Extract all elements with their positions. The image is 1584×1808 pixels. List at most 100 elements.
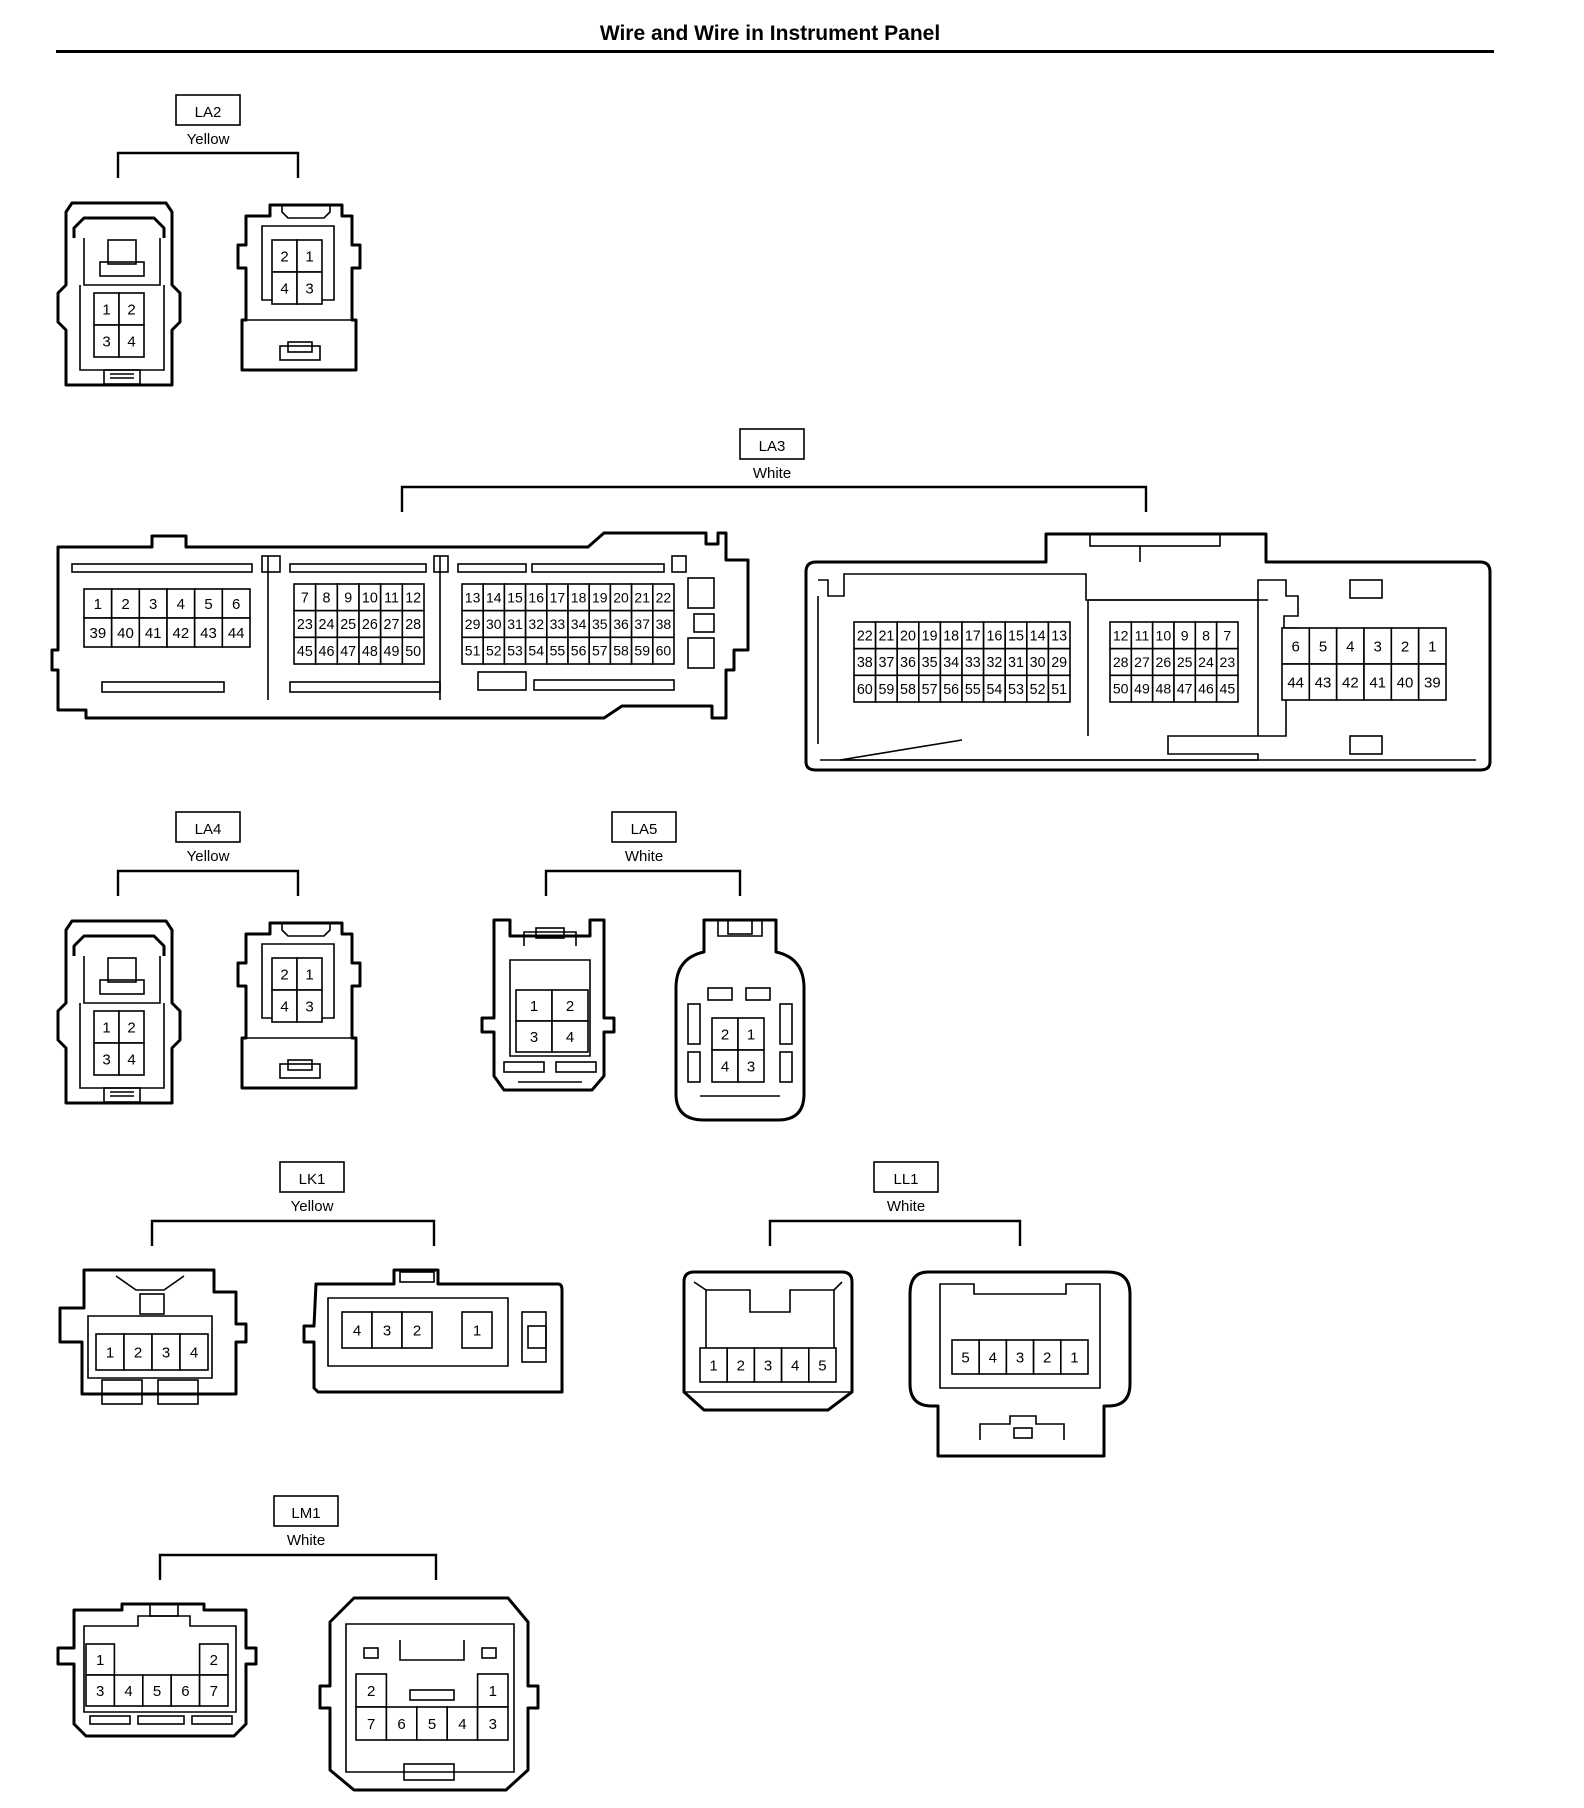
terminal-number: 26 [1155, 654, 1171, 670]
terminal-number: 12 [405, 590, 421, 606]
terminal-number: 47 [1177, 681, 1193, 697]
terminal-number: 4 [177, 596, 185, 613]
terminal-number: 42 [172, 625, 189, 642]
terminal-cell [221, 617, 251, 648]
terminal-cell [110, 617, 141, 648]
terminal-number: 54 [528, 643, 544, 659]
terminal-number: 1 [1070, 1349, 1078, 1366]
terminal-number: 28 [1113, 654, 1129, 670]
terminal-number: 3 [96, 1683, 104, 1700]
terminal-number: 3 [305, 280, 313, 297]
terminal-cell [1060, 1339, 1089, 1375]
terminal-cell [118, 1042, 145, 1076]
terminal-number: 29 [465, 616, 481, 632]
terminal-number: 15 [1008, 628, 1024, 644]
connector-bracket [116, 869, 300, 896]
terminal-cell [737, 1049, 765, 1083]
connector-label-lk1: LK1 Yellow [279, 1161, 345, 1215]
terminal-number: 17 [965, 628, 981, 644]
terminal-number: 42 [1342, 674, 1359, 691]
terminal-number: 38 [857, 655, 873, 671]
terminal-number: 2 [367, 1683, 375, 1700]
terminal-number: 13 [465, 589, 481, 605]
title-rule [56, 50, 1494, 53]
terminal-number: 1 [94, 596, 102, 613]
terminal-number: 18 [943, 628, 959, 644]
terminal-number: 3 [1373, 638, 1381, 655]
terminal-number: 3 [102, 333, 110, 350]
terminal-number: 57 [592, 643, 608, 659]
terminal-number: 13 [1051, 628, 1067, 644]
terminal-number: 22 [656, 589, 672, 605]
terminal-cell [1047, 674, 1071, 703]
connector-color: White [753, 465, 791, 482]
connector-bracket [768, 1219, 1022, 1246]
terminal-cell [95, 1333, 125, 1371]
terminal-number: 32 [986, 655, 1002, 671]
terminal-number: 6 [397, 1716, 405, 1733]
terminal-number: 16 [528, 589, 544, 605]
terminal-number: 2 [721, 1026, 729, 1043]
terminal-cell [726, 1347, 756, 1383]
terminal-number: 41 [145, 625, 162, 642]
terminal-number: 2 [210, 1652, 218, 1669]
terminal-cell [807, 1347, 837, 1383]
terminal-number: 39 [89, 625, 106, 642]
terminal-number: 5 [1319, 638, 1327, 655]
terminal-number: 1 [1428, 638, 1436, 655]
terminal-cell [271, 989, 298, 1023]
terminal-number: 24 [319, 617, 335, 633]
terminal-number: 11 [384, 590, 399, 606]
connector-code: LK1 [299, 1171, 326, 1188]
terminal-cell [1335, 663, 1365, 701]
terminal-number: 55 [550, 643, 566, 659]
terminal-cell [780, 1347, 810, 1383]
terminal-number: 44 [1287, 674, 1304, 691]
terminal-number: 2 [127, 1019, 135, 1036]
terminal-number: 2 [280, 966, 288, 983]
terminal-cell [1281, 663, 1311, 701]
terminal-number: 4 [566, 1029, 574, 1046]
connector-color: White [625, 848, 663, 865]
terminal-number: 4 [280, 280, 288, 297]
terminal-number: 27 [1134, 654, 1150, 670]
terminal-number: 7 [1223, 627, 1231, 643]
terminal-number: 1 [530, 998, 538, 1015]
terminal-cell [138, 588, 168, 619]
terminal-number: 7 [210, 1683, 218, 1700]
terminal-number: 1 [747, 1026, 755, 1043]
terminal-number: 2 [1401, 638, 1409, 655]
terminal-number: 4 [353, 1322, 361, 1339]
terminal-number: 45 [1219, 681, 1235, 697]
terminal-number: 1 [305, 248, 313, 265]
terminal-cell [476, 1673, 509, 1708]
terminal-number: 7 [367, 1716, 375, 1733]
connector-label-ll1: LL1 White [873, 1161, 939, 1215]
terminal-cell [401, 636, 425, 665]
terminal-cell [296, 989, 323, 1023]
terminal-number: 5 [204, 596, 212, 613]
terminal-cell [415, 1706, 448, 1741]
connector-label-la4: LA4 Yellow [175, 811, 241, 865]
terminal-number: 5 [153, 1683, 161, 1700]
connector-label-la3: LA3 White [739, 428, 805, 482]
terminal-number: 15 [507, 589, 523, 605]
terminal-number: 1 [709, 1357, 717, 1374]
terminal-number: 4 [989, 1349, 997, 1366]
terminal-number: 4 [127, 333, 135, 350]
terminal-number: 1 [473, 1322, 481, 1339]
